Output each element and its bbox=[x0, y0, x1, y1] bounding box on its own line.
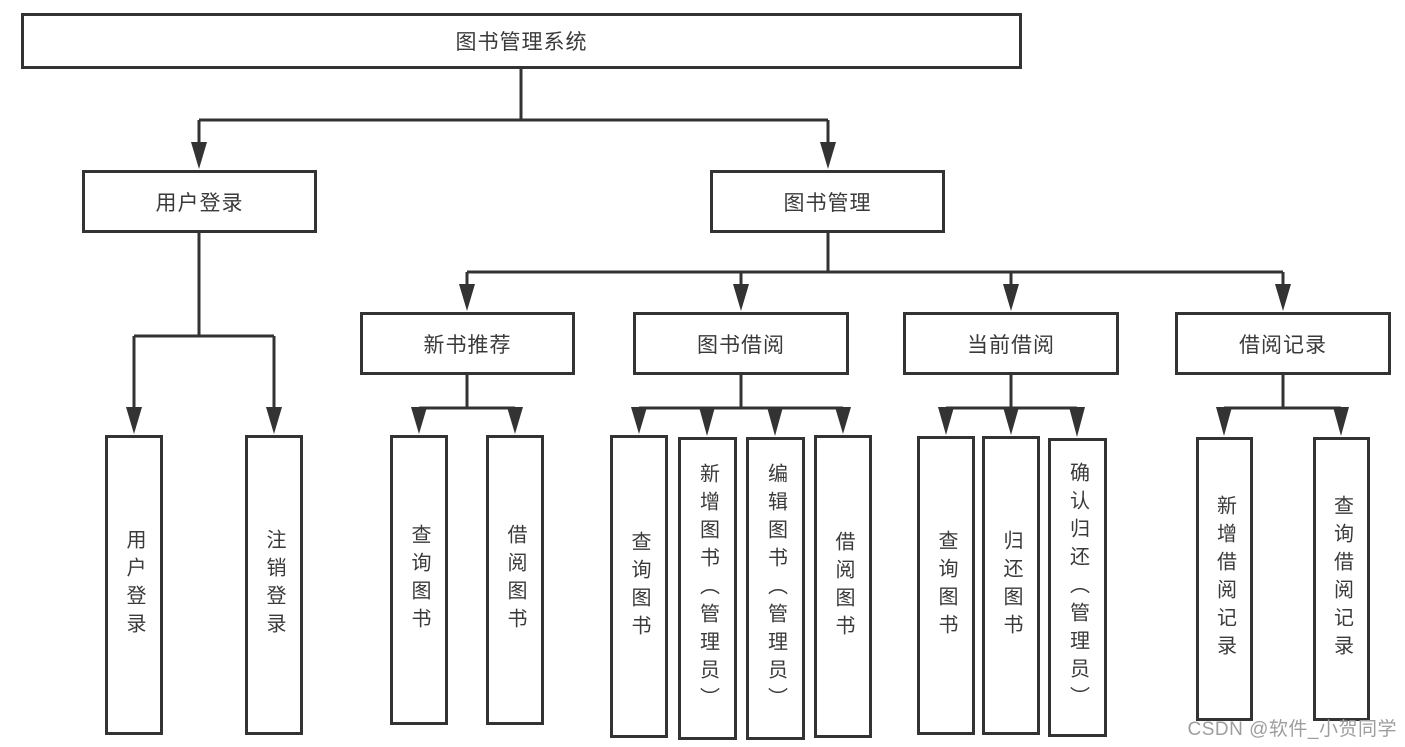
leaf-query-borrow-record: 查询借阅记录 bbox=[1313, 437, 1370, 721]
leaf-query-books-current: 查询图书 bbox=[917, 436, 975, 735]
leaf-query-books-borrowing: 查询图书 bbox=[610, 435, 668, 738]
leaf-query-books-recommend: 查询图书 bbox=[390, 435, 448, 725]
leaf-add-borrow-record: 新增借阅记录 bbox=[1196, 437, 1253, 721]
watermark-text: CSDN @软件_小贺同学 bbox=[1187, 719, 1397, 740]
leaf-logout-login: 注销登录 bbox=[245, 435, 303, 735]
node-book-management: 图书管理 bbox=[710, 170, 945, 233]
node-root: 图书管理系统 bbox=[21, 13, 1022, 69]
node-new-book-recommendation: 新书推荐 bbox=[360, 312, 575, 375]
leaf-return-books: 归还图书 bbox=[982, 436, 1040, 735]
leaf-edit-book-admin: 编辑图书（管理员） bbox=[746, 437, 805, 740]
leaf-borrow-books-borrowing: 借阅图书 bbox=[814, 435, 872, 738]
leaf-confirm-return-admin: 确认归还（管理员） bbox=[1048, 438, 1107, 737]
leaf-add-book-admin: 新增图书（管理员） bbox=[678, 437, 737, 740]
node-borrowing-records: 借阅记录 bbox=[1175, 312, 1391, 375]
leaf-borrow-books-recommend: 借阅图书 bbox=[486, 435, 544, 725]
leaf-user-login: 用户登录 bbox=[105, 435, 163, 735]
node-user-login: 用户登录 bbox=[82, 170, 317, 233]
node-current-borrowing: 当前借阅 bbox=[903, 312, 1119, 375]
node-book-borrowing: 图书借阅 bbox=[633, 312, 849, 375]
